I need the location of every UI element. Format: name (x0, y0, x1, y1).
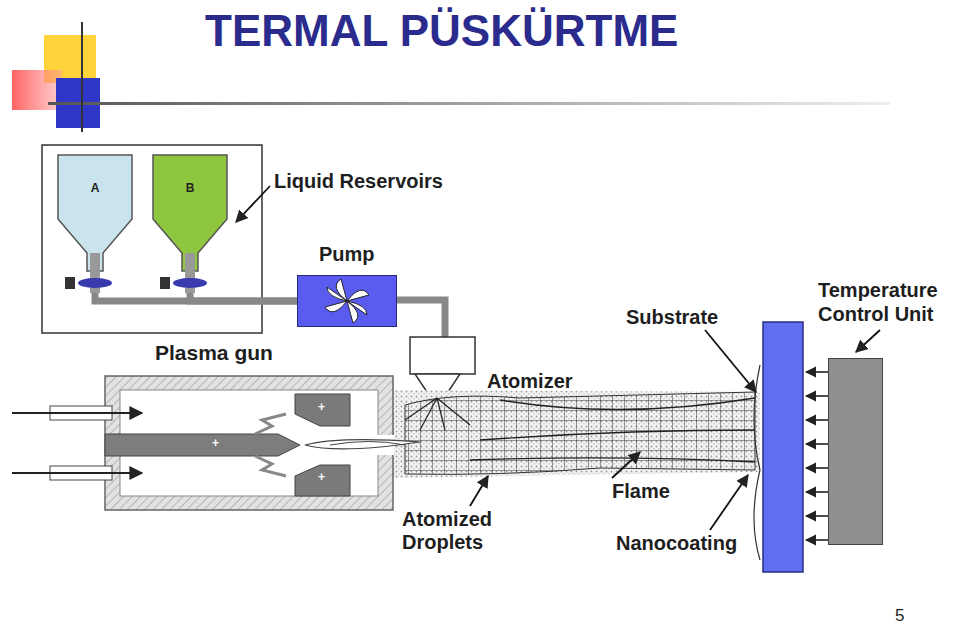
part-label: Liquid Reservoirs (274, 170, 443, 193)
tank-shape (57, 153, 133, 293)
tank-letter: B (152, 153, 228, 195)
temperature-control-unit: Temperature Control Unit (818, 278, 956, 548)
part-label: Atomizer (487, 370, 573, 393)
pump-body (297, 275, 397, 327)
part-label: Substrate (626, 306, 718, 329)
tank-letter: A (57, 153, 133, 195)
pipe (95, 293, 297, 301)
pump-label: Pump (297, 243, 397, 266)
callout-symbol: 5 (895, 606, 904, 626)
part-label: Flame (612, 480, 670, 503)
pipe (190, 293, 297, 301)
part-label: Nanocoating (616, 532, 737, 555)
callout-symbol: + (318, 401, 325, 415)
slide-title: TERMAL PÜSKÜRTME (205, 6, 678, 57)
callout-symbol: + (318, 471, 325, 485)
reservoir-tank: B (152, 153, 228, 293)
reservoir-tank: A (57, 153, 133, 293)
fan-symbol (298, 276, 396, 326)
part-label: Atomized Droplets (402, 508, 514, 554)
tank-shape (152, 153, 228, 293)
tcu-label: Temperature Control Unit (818, 278, 956, 326)
tcu-body (828, 358, 883, 545)
pump-box: Pump (297, 243, 397, 327)
callout-symbol: + (212, 437, 219, 451)
part-label: Plasma gun (155, 341, 273, 365)
